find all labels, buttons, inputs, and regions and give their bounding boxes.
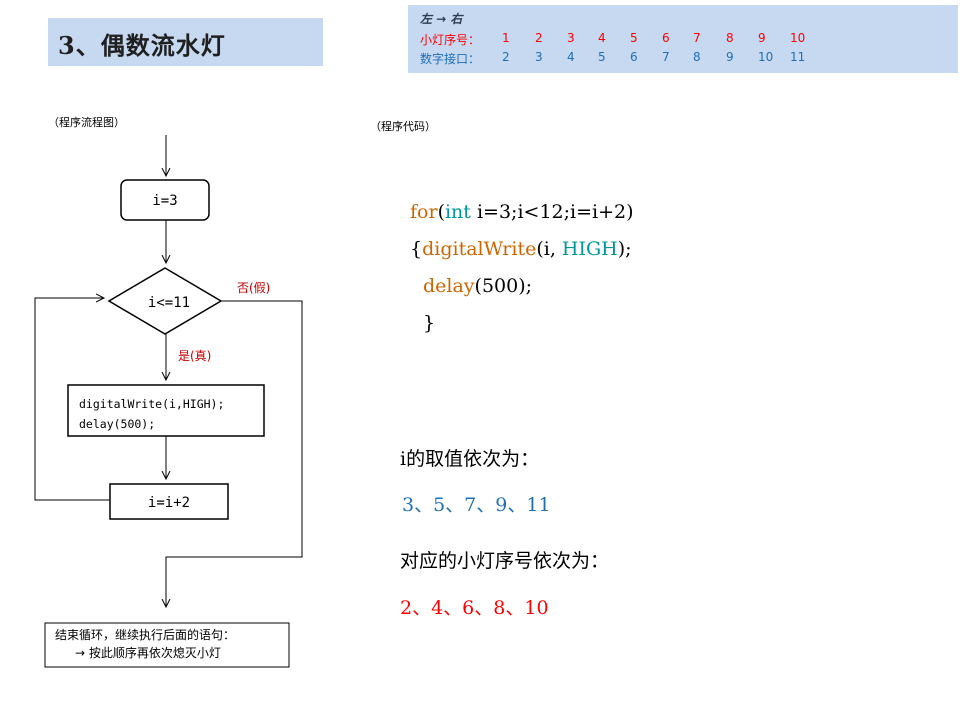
arrow-loop-back <box>34 298 110 501</box>
i-values: 3、5、7、9、11 <box>402 494 551 516</box>
false-label: 否(假) <box>237 281 270 295</box>
condition-diamond <box>107 267 223 335</box>
pin-number-cell: 7 <box>662 50 670 64</box>
pin-number-cell: 9 <box>726 50 734 64</box>
led-row-label: 小灯序号： <box>420 33 481 47</box>
code-delay: delay <box>423 275 475 297</box>
led-number-cell: 2 <box>535 31 543 45</box>
pin-number-cell: 8 <box>693 50 701 64</box>
led-number-cell: 4 <box>598 31 606 45</box>
code-digitalwrite: digitalWrite <box>422 238 537 260</box>
mapping-direction-header: 左 → 右 <box>420 12 463 26</box>
code-open-paren: ( <box>437 201 445 223</box>
led-number-cell: 7 <box>693 31 701 45</box>
pin-number-row: 数字接口： 2 3 4 5 6 7 8 9 10 11 <box>420 50 805 67</box>
led-number-row: 小灯序号： 1 2 3 4 5 6 7 8 9 10 <box>420 31 805 48</box>
led-values-label: 对应的小灯序号依次为： <box>400 550 610 572</box>
code-open-brace: { <box>410 238 423 260</box>
init-text: i=3 <box>152 193 177 209</box>
pin-number-cell: 10 <box>758 50 774 64</box>
i-values-label: i的取值依次为： <box>400 448 540 470</box>
pin-number-cell: 6 <box>630 50 638 64</box>
led-values: 2、4、6、8、10 <box>400 597 549 619</box>
arrow-false-branch <box>166 300 303 607</box>
pin-row-label: 数字接口： <box>420 52 481 66</box>
init-box <box>120 179 210 221</box>
pin-number-cell: 5 <box>598 50 606 64</box>
title-banner <box>48 18 323 66</box>
increment-text: i=i+2 <box>148 495 190 511</box>
increment-box <box>109 483 229 520</box>
code-line-4: } <box>423 312 436 334</box>
end-line2: → 按此顺序再依次熄灭小灯 <box>75 645 221 660</box>
code-line-1: for(int i=3;i<12;i=i+2) <box>410 201 634 223</box>
code-line-3: delay(500); <box>423 275 532 297</box>
code-caption: （程序代码） <box>370 120 436 133</box>
loop-body-line1: digitalWrite(i,HIGH); <box>79 397 224 411</box>
pin-number-cell: 3 <box>535 50 543 64</box>
end-box <box>44 622 290 668</box>
true-label: 是(真) <box>178 349 211 363</box>
led-number-cell: 9 <box>758 31 766 45</box>
led-number-cell: 6 <box>662 31 670 45</box>
code-line2-end: ); <box>617 238 632 260</box>
code-int-keyword: int <box>444 201 471 223</box>
led-number-cell: 3 <box>567 31 575 45</box>
led-number-cell: 5 <box>630 31 638 45</box>
flowchart-caption: （程序流程图） <box>48 116 125 129</box>
code-line-2: {digitalWrite(i, HIGH); <box>410 238 632 260</box>
pin-number-cell: 11 <box>790 50 806 64</box>
end-line1: 结束循环，继续执行后面的语句： <box>55 627 235 642</box>
code-high-constant: HIGH <box>561 238 618 260</box>
led-pin-mapping-box <box>408 5 958 73</box>
led-number-cell: 1 <box>502 31 510 45</box>
pin-number-cell: 2 <box>502 50 510 64</box>
page-title: 3、偶数流水灯 <box>58 31 226 60</box>
led-number-cell: 10 <box>790 31 806 45</box>
code-digitalwrite-args: (i, <box>536 238 562 260</box>
loop-body-line2: delay(500); <box>79 417 155 431</box>
condition-text: i<=11 <box>148 295 190 311</box>
loop-body-box <box>67 384 265 437</box>
code-for-keyword: for <box>410 201 438 223</box>
led-number-cell: 8 <box>726 31 734 45</box>
code-for-condition: i=3;i<12;i=i+2) <box>470 201 634 223</box>
code-delay-args: (500); <box>474 275 533 297</box>
pin-number-cell: 4 <box>567 50 575 64</box>
